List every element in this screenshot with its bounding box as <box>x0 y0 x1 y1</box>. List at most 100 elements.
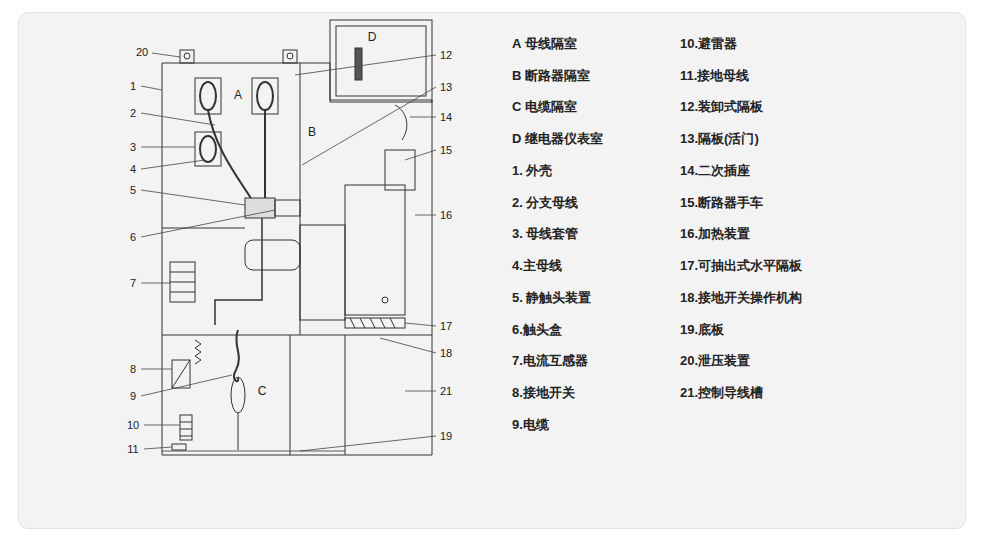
leader-line <box>144 425 180 426</box>
leader-line <box>141 86 162 90</box>
leader-line <box>302 87 436 165</box>
callout-number: 7 <box>130 277 136 289</box>
lifting-eye <box>184 53 190 59</box>
key-entry: 2. 分支母线 <box>512 196 578 210</box>
key-entry: 17.可抽出式水平隔板 <box>680 259 802 273</box>
breaker-truck <box>300 105 415 328</box>
branch-busbar <box>215 218 262 325</box>
leader-line <box>152 53 180 57</box>
key-entry: 6.触头盒 <box>512 323 562 337</box>
leader-line <box>141 283 170 284</box>
cable-compartment-parts <box>172 360 190 388</box>
relay-room <box>336 26 426 96</box>
compartment-letter: A <box>234 89 242 102</box>
key-entry: 16.加热装置 <box>680 227 750 241</box>
contact-device <box>245 240 300 270</box>
key-entry: 9.电缆 <box>512 418 549 432</box>
leader-line <box>410 117 436 118</box>
callout-number: 14 <box>440 111 452 123</box>
leader-line <box>295 55 436 75</box>
key-entry: 3. 母线套管 <box>512 227 578 241</box>
leader-line <box>405 150 436 160</box>
compartment-letter: C <box>258 385 267 398</box>
key-entry: 12.装卸式隔板 <box>680 100 763 114</box>
callout-number: 12 <box>440 49 452 61</box>
current-transformer <box>170 262 195 302</box>
callout-number: 10 <box>127 419 139 431</box>
leader-line <box>300 436 436 451</box>
callout-number: 11 <box>127 443 138 455</box>
callout-number: 15 <box>440 144 452 156</box>
contact-device <box>245 198 300 270</box>
key-entry: 18.接地开关操作机构 <box>680 291 802 305</box>
key-entry: 20.泄压装置 <box>680 354 750 368</box>
leader-line <box>405 323 436 326</box>
busbar-bushing <box>195 78 221 114</box>
lifting-eye <box>180 50 297 63</box>
breaker-truck <box>345 185 405 315</box>
branch-busbar <box>264 110 266 200</box>
lifting-eye <box>283 50 297 63</box>
leader-line <box>380 338 436 353</box>
busbar-bushing <box>200 82 216 110</box>
cable-compartment-parts <box>231 377 245 413</box>
leader-line <box>141 147 195 148</box>
key-entry: 10.避雷器 <box>680 37 737 51</box>
callout-number: 9 <box>130 390 136 402</box>
relay-room <box>330 20 432 102</box>
callout-number: 8 <box>130 363 136 375</box>
leader-line <box>141 375 232 396</box>
callout-number: 1 <box>130 80 136 92</box>
leader-line <box>141 160 205 169</box>
cable-compartment-parts <box>172 360 190 388</box>
leader-line <box>141 210 275 237</box>
busbar-bushing <box>200 136 216 162</box>
key-entry: 19.底板 <box>680 323 724 337</box>
callout-number: 18 <box>440 347 452 359</box>
key-entry: A 母线隔室 <box>512 37 577 51</box>
leader-line <box>144 447 172 449</box>
key-entry: 21.控制导线槽 <box>680 386 763 400</box>
cable-compartment-parts <box>234 330 239 381</box>
cable-compartment-parts <box>172 330 245 450</box>
key-entry: 7.电流互感器 <box>512 354 588 368</box>
breaker-truck <box>345 318 405 328</box>
compartment-letter: B <box>308 126 316 139</box>
breaker-truck <box>385 150 415 190</box>
callout-number: 4 <box>130 163 136 175</box>
leader-line <box>141 113 215 125</box>
lifting-eye <box>287 53 293 59</box>
leader-line <box>141 369 172 370</box>
cable-compartment-parts <box>195 340 201 364</box>
breaker-truck <box>350 318 395 328</box>
callout-number: 21 <box>440 385 452 397</box>
busbar-bushing <box>257 82 273 110</box>
key-entry: B 断路器隔室 <box>512 69 590 83</box>
cable-compartment-parts <box>180 422 192 436</box>
callout-number: 19 <box>440 430 452 442</box>
key-entry: 1. 外壳 <box>512 164 552 178</box>
leader-line <box>405 391 436 392</box>
breaker-truck <box>300 225 345 320</box>
compartment-letter: D <box>368 31 377 44</box>
relay-room <box>330 20 432 102</box>
leader-line <box>415 215 436 216</box>
key-entry: 5. 静触头装置 <box>512 291 591 305</box>
breaker-truck <box>382 297 388 303</box>
callout-number: 2 <box>130 107 136 119</box>
lifting-eye <box>180 50 194 63</box>
key-entry: C 电缆隔室 <box>512 100 577 114</box>
busbar-bushing <box>252 78 278 114</box>
callout-number: 5 <box>130 184 136 196</box>
cabinet-housing <box>162 451 345 452</box>
contact-device <box>275 200 300 216</box>
key-entry: 15.断路器手车 <box>680 196 763 210</box>
cabinet-housing <box>162 63 432 455</box>
relay-room <box>355 48 362 80</box>
callout-number: 20 <box>136 46 148 58</box>
cabinet-housing <box>162 63 432 455</box>
callout-number: 13 <box>440 81 452 93</box>
key-entry: 4.主母线 <box>512 259 562 273</box>
